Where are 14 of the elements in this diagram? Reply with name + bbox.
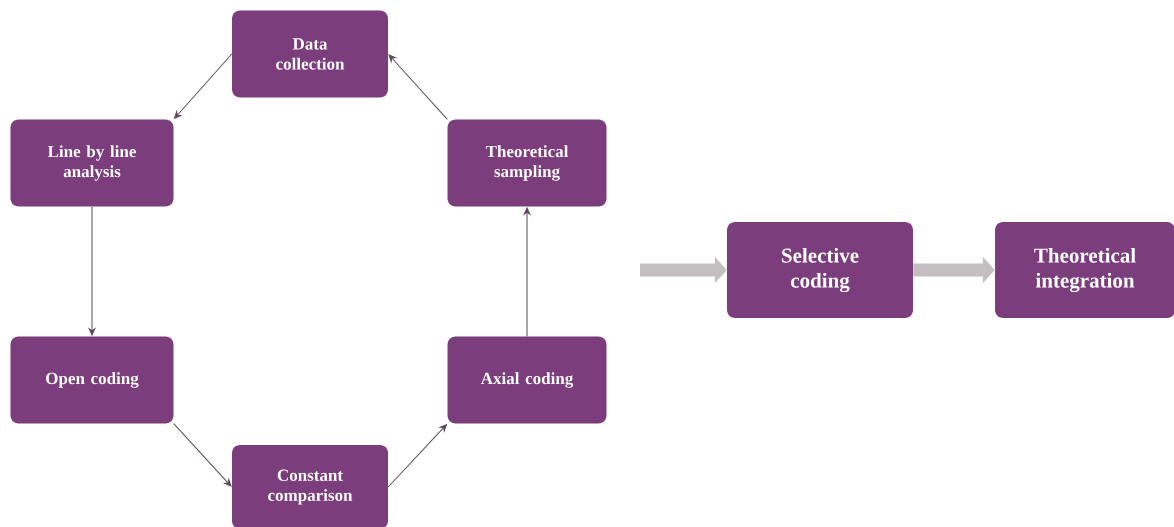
arrow [174,53,233,119]
process-box: Axial coding [447,336,607,424]
process-box: Theoretical sampling [447,119,607,207]
arrow [387,424,447,488]
process-box: Open coding [10,336,174,424]
arrow [173,423,232,487]
process-box: Data collection [232,10,388,98]
process-box: Constant comparison [232,445,388,527]
process-box: Selective coding [727,222,913,318]
arrow [523,207,531,337]
process-box: Theoretical integration [995,222,1174,318]
process-box: Line by line analysis [10,119,174,207]
arrow [388,54,448,120]
arrow [88,206,96,336]
